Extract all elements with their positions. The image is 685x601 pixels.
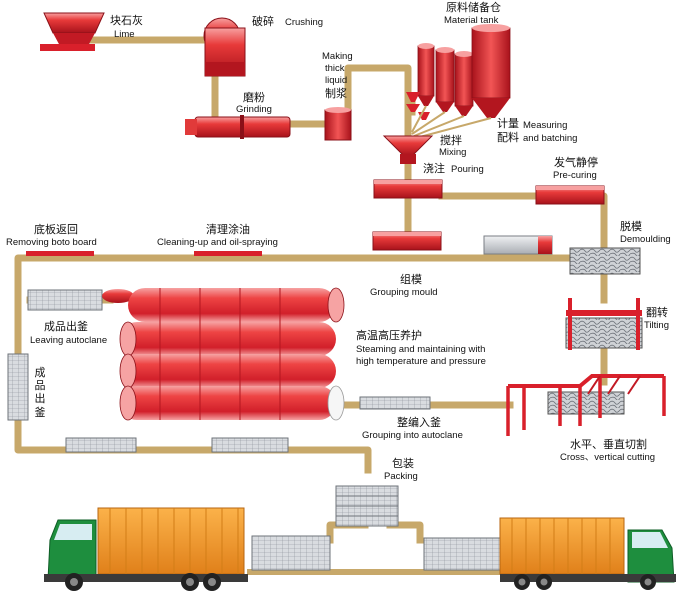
truck-left (44, 507, 248, 591)
label-measuring-en-2: and batching (523, 133, 578, 144)
tilting-frame (565, 298, 643, 350)
label-pouring-en: Pouring (451, 164, 484, 175)
label-mixing-zh: 搅拌 (440, 135, 462, 147)
material-tanks (406, 24, 511, 139)
pallet-left (251, 535, 331, 571)
label-demoulding-zh: 脱模 (620, 221, 642, 233)
label-packing-en: Packing (384, 471, 418, 482)
label-making-en-2: thick (325, 63, 345, 74)
cleaning-board-bar (194, 251, 262, 256)
block-cart-2 (211, 437, 289, 453)
vertical-leaving-stack (7, 353, 29, 421)
label-grouping-mould-en: Grouping mould (370, 287, 438, 298)
label-lime-en: Lime (114, 29, 135, 40)
label-leaving-autoclave-zh: 成品出釜 (44, 321, 88, 333)
label-grinding-en: Grinding (236, 104, 272, 115)
label-lime-zh: 块石灰 (110, 15, 143, 27)
label-demoulding-en: Demoulding (620, 234, 671, 245)
label-vertical-leaving-zh: 成品出釜 (34, 367, 46, 419)
label-tilting-en: Tilting (644, 320, 669, 331)
label-crushing-en: Crushing (285, 17, 324, 28)
label-leaving-autoclave-en: Leaving autoclane (30, 335, 108, 346)
label-material-tank-zh: 原料储备仓 (446, 2, 501, 14)
label-cleaning-en: Cleaning-up and oil-spraying (157, 237, 278, 248)
label-measuring-en-1: Measuring (523, 120, 568, 131)
packing-stack (335, 485, 399, 527)
label-making-en-1: Making (322, 51, 353, 62)
label-precuring-en: Pre-curing (553, 170, 597, 181)
label-remove-board-en: Removing boto board (6, 237, 97, 248)
label-mixing-en: Mixing (439, 147, 467, 158)
grouping-moulds (372, 231, 553, 255)
mixer-machine (382, 135, 434, 164)
crusher-machine (203, 17, 246, 77)
label-grouping-autoclave-zh: 整编入釜 (397, 417, 441, 429)
pouring-mould (373, 179, 443, 199)
label-measuring-zh-2: 配料 (497, 132, 519, 144)
label-measuring-zh-1: 计量 (497, 118, 519, 130)
autoclaves (119, 287, 345, 421)
demoulding-block (569, 247, 641, 275)
label-crushing-zh: 破碎 (252, 16, 274, 28)
label-cleaning-zh: 清理涂油 (206, 224, 250, 236)
label-cutting-zh: 水平、垂直切割 (570, 439, 647, 451)
label-steaming-en-1: Steaming and maintaining with (356, 344, 486, 355)
label-tilting-zh: 翻转 (646, 307, 668, 319)
label-grinding-zh: 磨粉 (243, 92, 265, 104)
slurry-tank-machine (324, 107, 352, 141)
label-precuring-zh: 发气静停 (554, 157, 598, 169)
label-remove-board-zh: 底板返回 (34, 224, 78, 236)
label-steaming-zh: 高温高压养护 (356, 330, 422, 342)
bottom-board-bar (26, 251, 94, 256)
label-material-tank-en: Material tank (444, 15, 499, 26)
cutting-machine (506, 374, 666, 436)
label-pouring-zh: 浇注 (423, 163, 445, 175)
lime-hopper-machine (40, 12, 105, 51)
precuring-mould (535, 185, 605, 205)
grinder-machine (185, 115, 291, 139)
pallet-right (423, 537, 501, 571)
label-steaming-en-2: high temperature and pressure (356, 356, 486, 367)
truck-right (499, 517, 676, 590)
label-packing-zh: 包装 (392, 458, 414, 470)
grouping-into-autoclave-block (359, 396, 431, 410)
label-making-zh: 制浆 (325, 88, 347, 100)
label-cutting-en: Cross、vertical cutting (560, 452, 656, 463)
block-cart-1 (65, 437, 137, 453)
label-grouping-autoclave-en: Grouping into autoclane (362, 430, 463, 441)
label-making-en-3: liquid (325, 75, 348, 86)
leaving-autoclave-cart (27, 289, 134, 311)
label-grouping-mould-zh: 组模 (400, 274, 422, 286)
